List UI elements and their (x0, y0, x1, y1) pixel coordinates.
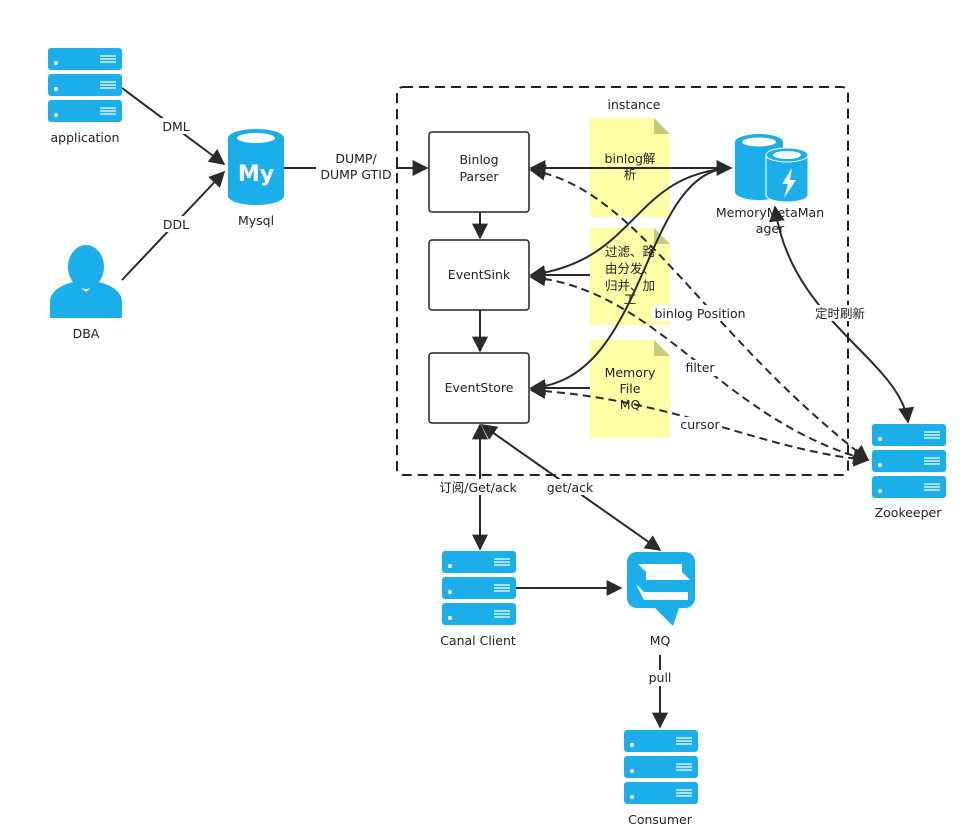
instance-label: instance (608, 97, 661, 112)
svg-text:My: My (238, 162, 274, 187)
svg-text:归并、加: 归并、加 (605, 278, 655, 293)
label-get-ack: get/ack (547, 480, 594, 495)
canal-client-label: Canal Client (440, 633, 516, 648)
mysql-label: Mysql (238, 213, 274, 228)
dba-person-icon (50, 245, 122, 318)
memory-meta-manager-icon (735, 134, 809, 203)
event-store-box: EventStore (428, 352, 530, 424)
svg-text:析: 析 (624, 167, 637, 182)
label-filter: filter (685, 360, 715, 375)
canal-client-server-icon (441, 550, 517, 626)
label-dump-gtid: DUMP GTID (320, 167, 391, 182)
meta-manager-label-line1: MemoryMetaMan (716, 205, 824, 220)
mysql-database-icon: My (228, 129, 284, 205)
zookeeper-label: Zookeeper (875, 505, 943, 520)
label-refresh: 定时刷新 (815, 306, 865, 321)
svg-text:binlog解: binlog解 (605, 151, 656, 166)
svg-text:Memory: Memory (605, 365, 656, 380)
zookeeper-server-icon (871, 423, 947, 499)
note-store-types: Memory File MQ (590, 340, 670, 438)
label-ddl: DDL (163, 217, 189, 232)
binlog-parser-box: Binlog Parser (428, 131, 530, 213)
application-label: application (51, 130, 120, 145)
svg-text:Binlog: Binlog (459, 152, 498, 167)
application-server-icon (47, 47, 123, 123)
svg-text:过滤、路: 过滤、路 (605, 244, 656, 259)
consumer-label: Consumer (628, 812, 693, 827)
label-dml: DML (162, 119, 189, 134)
dba-label: DBA (73, 326, 100, 341)
label-dump: DUMP/ (335, 151, 377, 166)
consumer-server-icon (623, 729, 699, 805)
label-subscribe: 订阅/Get/ack (439, 480, 517, 495)
svg-text:Parser: Parser (459, 169, 499, 184)
edge-zookeeper-meta (768, 205, 915, 424)
svg-text:EventSink: EventSink (448, 267, 511, 282)
mq-icon (627, 552, 695, 626)
label-binlog-position: binlog Position (654, 306, 745, 321)
mq-label: MQ (650, 633, 671, 648)
event-sink-box: EventSink (428, 239, 530, 311)
label-cursor: cursor (680, 417, 720, 432)
meta-manager-label-line2: ager (756, 221, 785, 236)
svg-text:EventStore: EventStore (445, 380, 514, 395)
svg-text:File: File (620, 381, 641, 396)
label-pull: pull (649, 670, 672, 685)
